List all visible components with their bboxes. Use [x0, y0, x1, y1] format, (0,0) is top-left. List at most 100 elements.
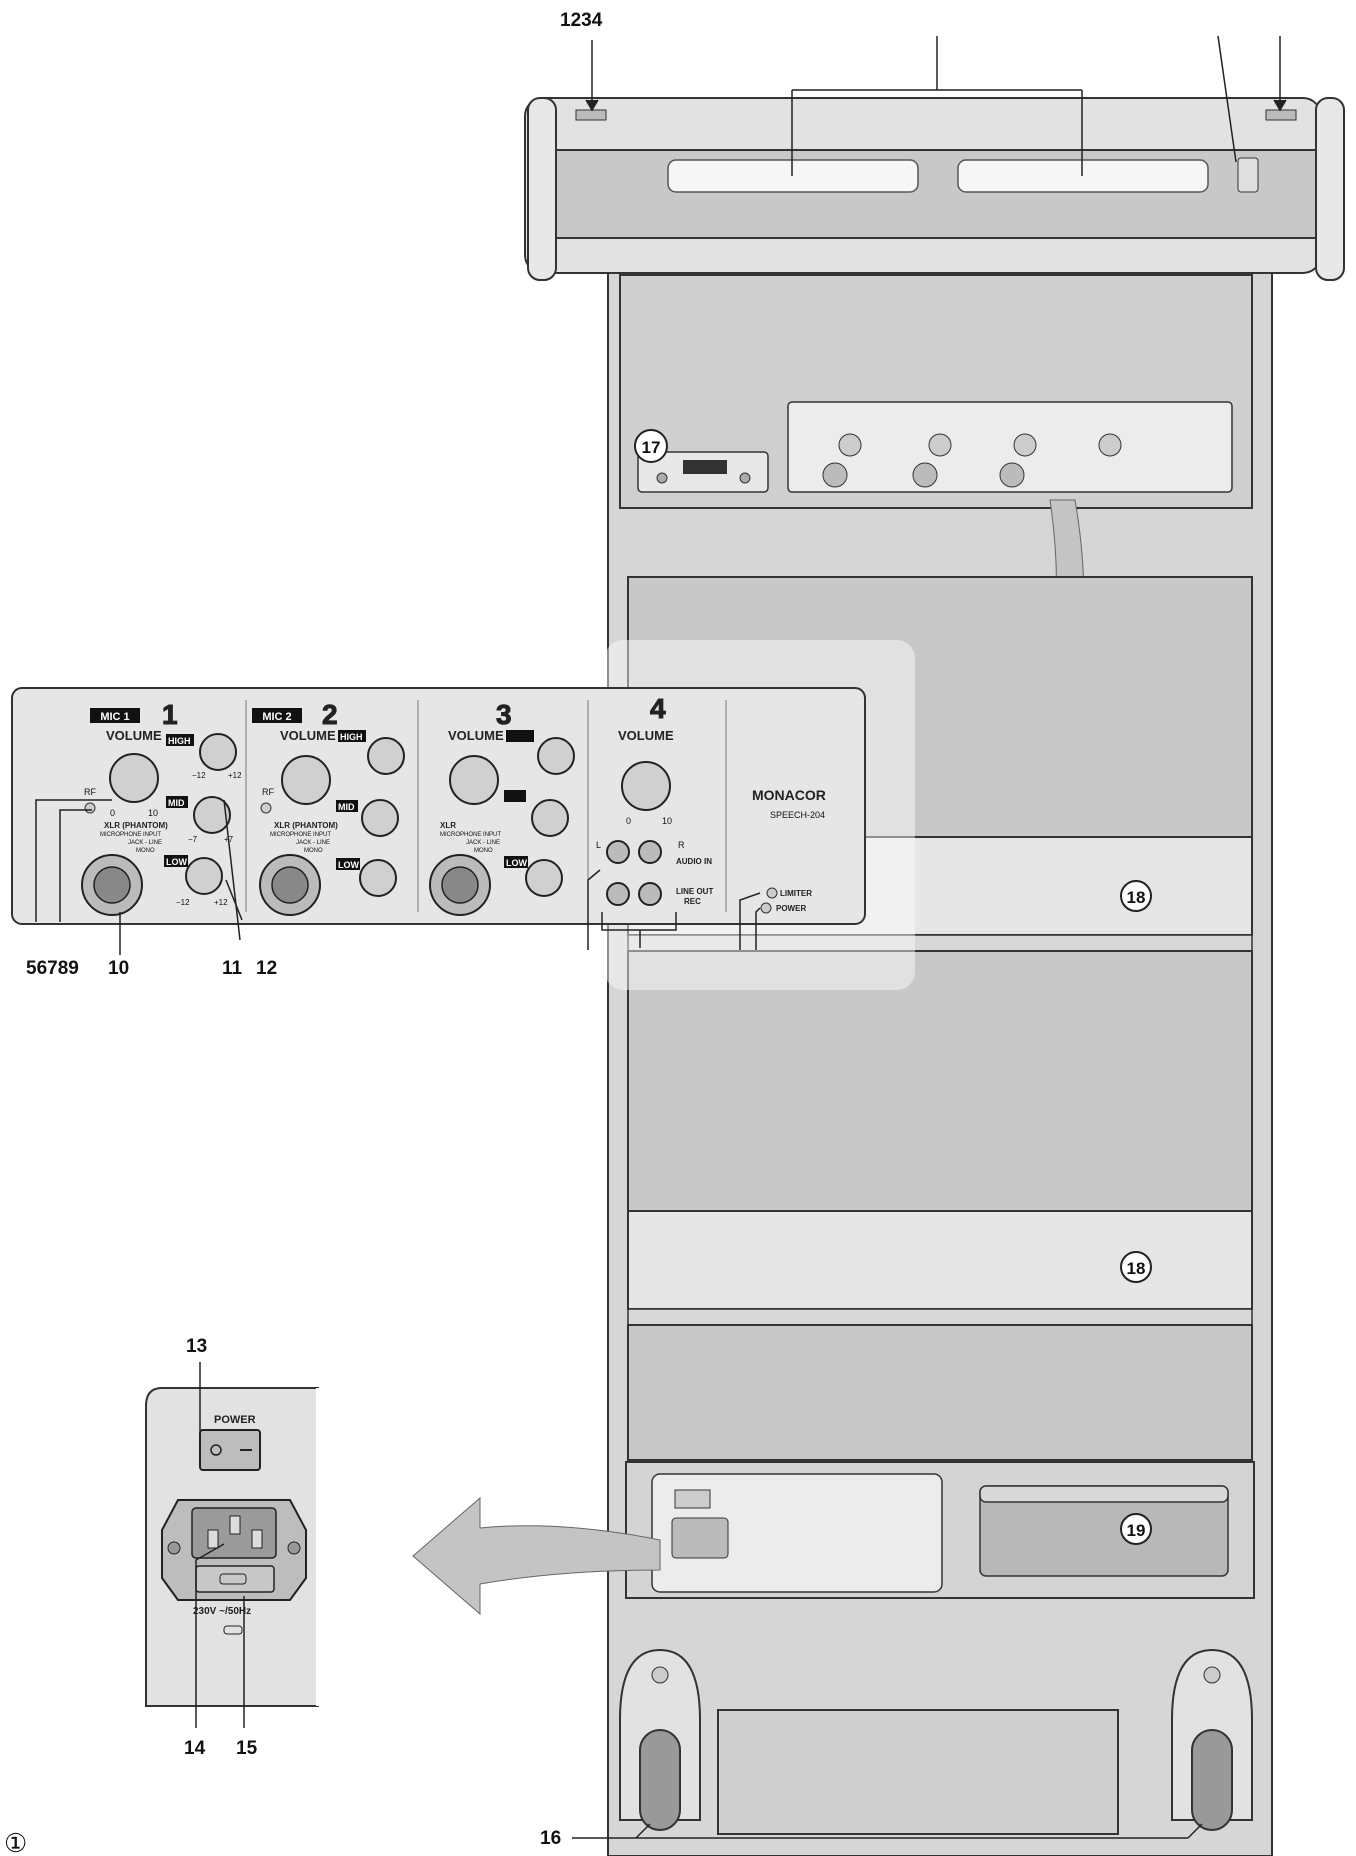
power-switch-label: POWER: [214, 1414, 256, 1426]
model-label: SPEECH-204: [770, 810, 825, 820]
audio-in-right-jack[interactable]: [638, 840, 662, 864]
ch1-volume-label: VOLUME: [106, 728, 162, 743]
callout-14: 14: [184, 1738, 206, 1759]
callout-5-9: 56789: [26, 958, 79, 979]
rec-label: REC: [684, 897, 701, 906]
ch2-badge: MIC 2: [262, 711, 291, 723]
ch4-scale-10: 10: [662, 816, 672, 826]
limiter-led: [766, 887, 778, 899]
ch3-volume-label: VOLUME: [448, 728, 504, 743]
ch1-high-p12: +12: [228, 771, 242, 780]
ch1-mic-input-label: MICROPHONE INPUT: [100, 832, 161, 838]
audio-in-r: R: [678, 840, 685, 850]
gooseneck-socket-right: [1265, 109, 1297, 121]
ch1-high-label: HIGH: [168, 736, 191, 746]
ch4-scale-0: 0: [626, 816, 631, 826]
ch1-mid-m7: −7: [188, 835, 198, 844]
ch2-rf-label: RF: [262, 787, 274, 797]
power-inset: POWER 230V ~/50Hz: [145, 1387, 320, 1707]
ch1-rf-label: RF: [84, 787, 96, 797]
line-out-right-jack[interactable]: [638, 882, 662, 906]
callout-17: 17: [642, 438, 661, 457]
ch3-low-knob[interactable]: [525, 859, 563, 897]
ch1-number: 1: [162, 699, 178, 730]
callout-11: 11: [222, 958, 243, 979]
wheel-left: [619, 1648, 701, 1831]
ch1-low-m12: −12: [176, 898, 190, 907]
ch1-high-knob[interactable]: [199, 733, 237, 771]
ch2-low-label: LOW: [338, 860, 359, 870]
power-led: [760, 902, 772, 914]
ch2-jack-line-label: JACK - LINE: [296, 840, 330, 846]
power-connector-plate: [651, 1473, 943, 1593]
ch2-mic-input-label: MICROPHONE INPUT: [270, 832, 331, 838]
compartment-speaker-lower-front: [627, 1210, 1253, 1310]
ch1-low-label: LOW: [166, 857, 187, 867]
ch1-mid-label: MID: [168, 798, 185, 808]
ch1-high-m12: −12: [192, 771, 206, 780]
ch3-mid-knob[interactable]: [531, 799, 569, 837]
wheel-right: [1171, 1648, 1253, 1831]
callout-18-upper: 18: [1127, 888, 1146, 907]
callout-13: 13: [186, 1336, 207, 1357]
fuse-holder[interactable]: [195, 1565, 275, 1593]
audio-in-label: AUDIO IN: [676, 857, 712, 866]
ch2-high-knob[interactable]: [367, 737, 405, 775]
ch3-volume-knob[interactable]: [449, 755, 499, 805]
callout-15: 15: [236, 1738, 258, 1759]
ch1-xlr-label: XLR (PHANTOM): [104, 821, 168, 830]
reading-light-right: [957, 159, 1209, 193]
power-rating-label: 230V ~/50Hz: [193, 1606, 251, 1617]
callout-12: 12: [256, 958, 277, 979]
lectern-top: [524, 97, 1345, 281]
ch1-low-p12: +12: [214, 898, 228, 907]
callout-18-lower: 18: [1127, 1259, 1146, 1278]
zoom-arrow-power: [412, 1496, 661, 1616]
ch1-badge: MIC 1: [100, 711, 129, 723]
ch1-mono-label: MONO: [136, 848, 155, 854]
ch4-volume-knob[interactable]: [621, 761, 671, 811]
ch1-low-knob[interactable]: [185, 857, 223, 895]
ch2-high-label: HIGH: [340, 732, 363, 742]
power-led-label: POWER: [776, 904, 806, 913]
ch3-low-label: LOW: [506, 858, 527, 868]
ch3-number: 3: [496, 699, 512, 730]
light-switch: [1237, 157, 1259, 193]
callout-10: 10: [108, 958, 129, 979]
ch3-mic-input-label: MICROPHONE INPUT: [440, 832, 501, 838]
ch4-volume-label: VOLUME: [618, 728, 674, 743]
ch2-volume-label: VOLUME: [280, 728, 336, 743]
ch2-mid-label: MID: [338, 802, 355, 812]
audio-in-left-jack[interactable]: [606, 840, 630, 864]
figure-number: ①: [4, 1828, 27, 1856]
ch2-low-knob[interactable]: [359, 859, 397, 897]
limiter-label: LIMITER: [780, 889, 812, 898]
callout-1-4: 1234: [560, 10, 603, 31]
mixer-small: [787, 401, 1233, 493]
audio-in-l: L: [596, 840, 601, 850]
ch2-rf-led: [260, 802, 272, 814]
line-out-left-jack[interactable]: [606, 882, 630, 906]
ch1-rf-led: [84, 802, 96, 814]
compartment-speaker-lower: [627, 950, 1253, 1212]
callout-19: 19: [1127, 1521, 1146, 1540]
ch3-xlr-label: XLR: [440, 821, 456, 830]
ch3-high-knob[interactable]: [537, 737, 575, 775]
line-out-label: LINE OUT: [676, 887, 713, 896]
reading-light-left: [667, 159, 919, 193]
mixer-panel-enlarged: MIC 1 1 VOLUME HIGH MID LOW RF 0 10 XLR …: [11, 687, 866, 925]
ch1-volume-knob[interactable]: [109, 753, 159, 803]
ch1-jack-line-label: JACK - LINE: [128, 840, 162, 846]
receiver-unit: [637, 451, 769, 493]
ch1-scale-0: 0: [110, 808, 115, 818]
ch2-volume-knob[interactable]: [281, 755, 331, 805]
ch1-mid-knob[interactable]: [193, 796, 231, 834]
power-switch[interactable]: [199, 1429, 261, 1471]
ch3-mono-label: MONO: [474, 848, 493, 854]
ch2-mid-knob[interactable]: [361, 799, 399, 837]
ch3-jack-line-label: JACK - LINE: [466, 840, 500, 846]
brand-logo: MONACOR: [752, 787, 826, 803]
ch2-number: 2: [322, 699, 338, 730]
ch2-mono-label: MONO: [304, 848, 323, 854]
